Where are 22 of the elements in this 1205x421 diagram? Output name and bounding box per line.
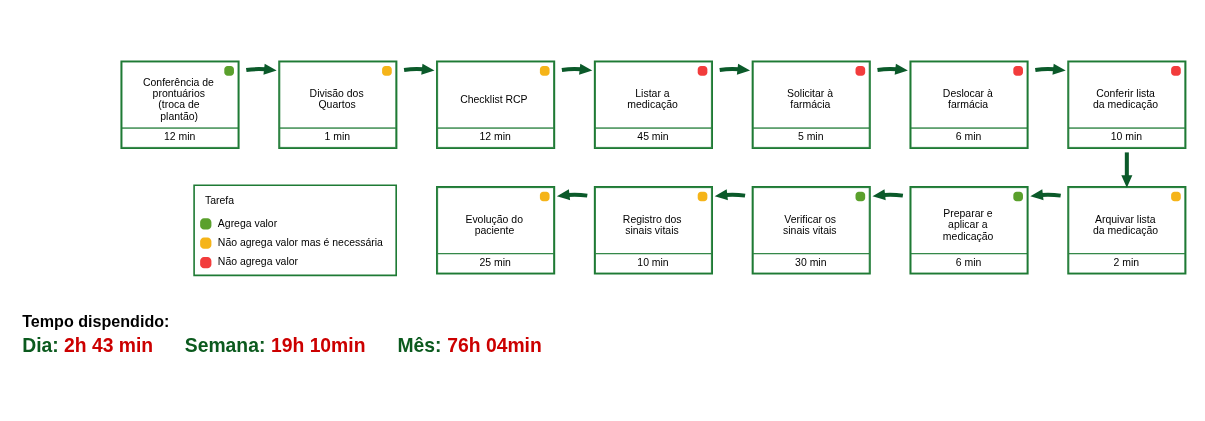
legend-label: Agrega valor xyxy=(217,217,278,229)
label: Tarefa xyxy=(204,194,235,206)
legend-label: Não agrega valor mas é necessária xyxy=(217,236,383,248)
arrow xyxy=(403,63,435,75)
arrow xyxy=(556,188,588,200)
arrow xyxy=(1030,188,1061,200)
arrow xyxy=(872,188,904,200)
arrow xyxy=(719,63,751,75)
label: Semana: xyxy=(184,334,266,356)
arrow xyxy=(877,63,908,75)
arrow xyxy=(561,63,593,75)
label: Dia: xyxy=(22,334,59,356)
arrow xyxy=(1121,151,1133,188)
arrow xyxy=(246,63,277,75)
label: 2h 43 min xyxy=(64,334,154,356)
label: 19h 10min xyxy=(270,334,366,356)
legend-label: Não agrega valor xyxy=(217,255,299,267)
label: Mês: xyxy=(397,334,442,356)
arrow xyxy=(1035,63,1066,75)
label: 76h 04min xyxy=(447,334,542,356)
label: Tempo dispendido: xyxy=(22,311,170,330)
arrow xyxy=(714,188,746,200)
